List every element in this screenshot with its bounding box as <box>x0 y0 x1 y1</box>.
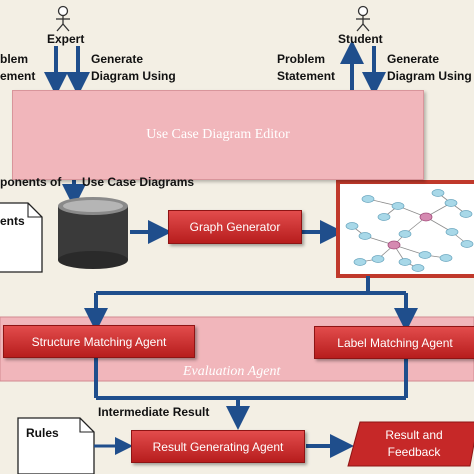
rules-document-shape <box>17 417 95 474</box>
matchers-to-result-lines <box>94 356 408 430</box>
graph-generator-node[interactable]: Graph Generator <box>168 210 302 244</box>
student-arrows <box>340 40 386 96</box>
expert-actor-icon <box>56 5 70 32</box>
left-problem-label-1: blem <box>0 52 29 66</box>
evaluation-agent-title: Evaluation Agent <box>183 364 281 379</box>
left-problem-label-2: ement <box>0 69 36 83</box>
document-shape <box>0 202 43 273</box>
student-generate-label-2: Diagram Using <box>387 69 472 83</box>
structure-matching-agent-node[interactable]: Structure Matching Agent <box>3 325 195 358</box>
student-generate-label-1: Generate <box>387 52 440 66</box>
expert-generate-label-2: Diagram Using <box>91 69 176 83</box>
use-case-diagram-editor[interactable]: Use Case Diagram Editor <box>12 90 424 180</box>
editor-title: Use Case Diagram Editor <box>146 127 290 142</box>
result-generating-agent-node[interactable]: Result Generating Agent <box>131 430 305 463</box>
graph-to-matchers-lines <box>84 276 418 332</box>
graph-nodes <box>345 189 474 272</box>
result-feedback-line2: Feedback <box>387 445 441 459</box>
structure-matching-label: Structure Matching Agent <box>31 334 167 349</box>
result-generating-label: Result Generating Agent <box>152 439 284 454</box>
document-label: ents <box>0 214 25 228</box>
expert-label: Expert <box>47 32 85 46</box>
components-label-left: ponents of <box>0 175 62 189</box>
student-actor-icon <box>356 5 370 32</box>
result-feedback-shape <box>347 421 474 467</box>
graph-generator-label: Graph Generator <box>189 220 281 234</box>
result-feedback-node[interactable]: Result and Feedback <box>356 427 472 461</box>
rules-label: Rules <box>26 426 59 440</box>
label-matching-label: Label Matching Agent <box>337 335 453 350</box>
intermediate-result-label: Intermediate Result <box>98 405 210 419</box>
components-label-right: Use Case Diagrams <box>82 175 195 189</box>
student-problem-label-1: Problem <box>277 52 326 66</box>
result-feedback-line1: Result and <box>385 428 443 442</box>
expert-arrows <box>44 46 90 96</box>
expert-generate-label-1: Generate <box>91 52 144 66</box>
student-problem-label-2: Statement <box>277 69 336 83</box>
graph-hub-nodes <box>387 212 433 250</box>
database-icon <box>58 197 128 269</box>
label-matching-agent-node[interactable]: Label Matching Agent <box>314 326 474 359</box>
student-label: Student <box>338 32 383 46</box>
